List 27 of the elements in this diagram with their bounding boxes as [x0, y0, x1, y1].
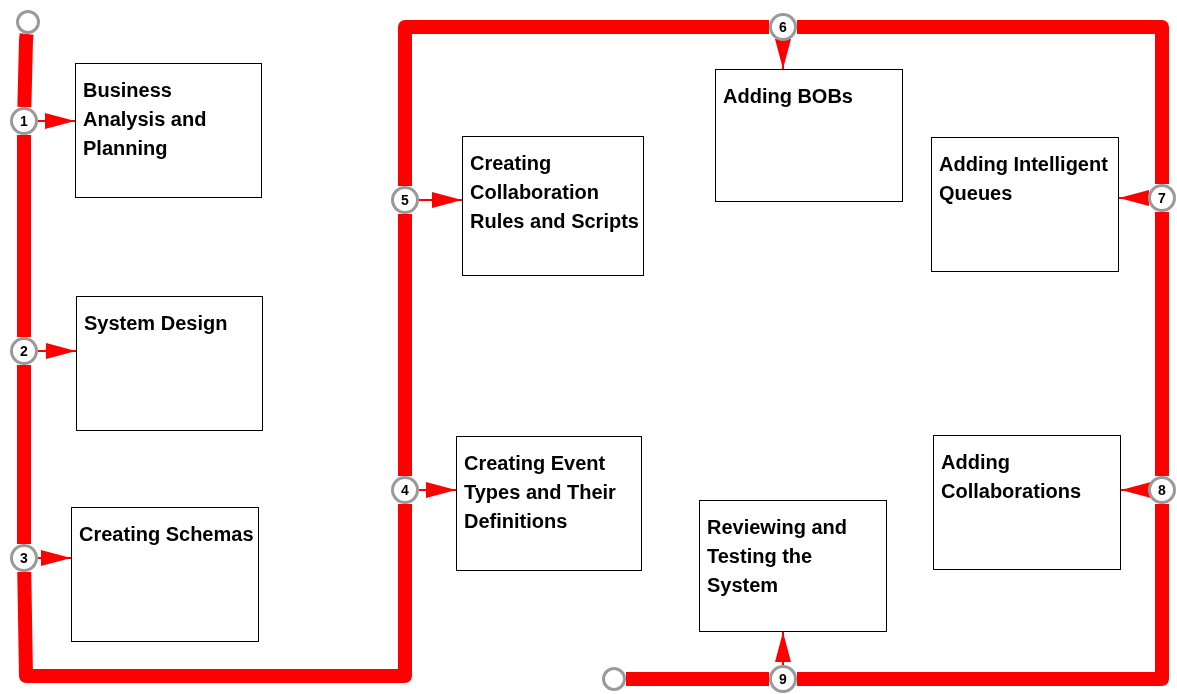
step-box: Adding BOBs — [715, 69, 903, 202]
track-line — [1155, 212, 1169, 476]
step-box: System Design — [76, 296, 263, 431]
track-line — [797, 20, 1169, 184]
pointer-arrow — [37, 343, 77, 359]
pointer-arrow — [37, 113, 76, 129]
track-line — [797, 504, 1169, 686]
step-box: Creating Schemas — [71, 507, 259, 642]
pointer-arrow — [1118, 190, 1149, 206]
track-line — [17, 365, 31, 544]
step-box: Creating Collaboration Rules and Scripts — [462, 136, 644, 276]
step-box: Creating Event Types and Their Definitions — [456, 436, 642, 571]
pointer-arrow — [418, 192, 463, 208]
pointer-arrow — [775, 39, 791, 70]
step-box: Business Analysis and Planning — [75, 63, 262, 198]
step-box: Adding Intelligent Queues — [931, 137, 1119, 272]
track-line — [17, 504, 412, 683]
step-box: Adding Collaborations — [933, 435, 1121, 570]
track-line — [626, 672, 769, 686]
step-box: Reviewing and Testing the System — [699, 500, 887, 632]
pointer-arrow — [418, 482, 457, 498]
track-line — [398, 20, 769, 186]
track-line — [17, 33, 34, 108]
pointer-arrow — [775, 631, 791, 666]
pointer-arrow — [37, 550, 72, 566]
track-line — [17, 135, 31, 337]
track-line — [398, 214, 412, 476]
